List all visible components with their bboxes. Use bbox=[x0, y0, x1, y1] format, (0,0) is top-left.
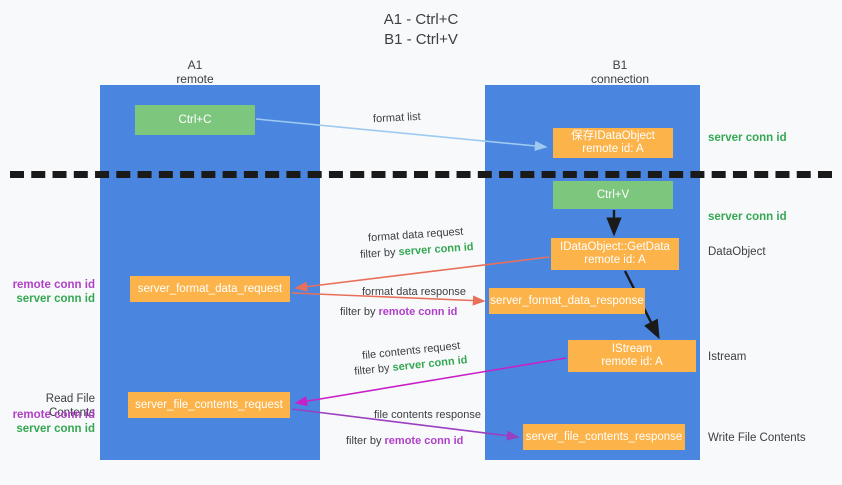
node-istream[interactable]: IStream remote id: A bbox=[568, 340, 696, 372]
node-server-file-contents-request[interactable]: server_file_contents_request bbox=[128, 392, 290, 418]
filter-value-remote-conn-id: remote conn id bbox=[378, 306, 458, 318]
edge-label-format-list: format list bbox=[372, 110, 421, 126]
edge-label-file-contents-response-filter: filter by remote conn id bbox=[346, 434, 463, 449]
label-left-conn-ids-bottom: remote conn id server conn id bbox=[10, 408, 95, 436]
node-ctrl-v[interactable]: Ctrl+V bbox=[553, 181, 673, 209]
node-server-format-data-request[interactable]: server_format_data_request bbox=[130, 276, 290, 302]
label-remote-conn-id-2: remote conn id bbox=[12, 409, 95, 421]
label-left-conn-ids-top: remote conn id server conn id bbox=[10, 278, 95, 306]
edge-label-format-data-response-filter: filter by remote conn id bbox=[340, 305, 457, 320]
phase-divider bbox=[10, 171, 832, 178]
edge-label-file-contents-response: file contents response bbox=[374, 409, 482, 421]
label-dataobject: DataObject bbox=[708, 246, 766, 258]
node-ctrl-c[interactable]: Ctrl+C bbox=[135, 105, 255, 135]
label-write-file-contents: Write File Contents bbox=[708, 432, 806, 444]
filter-prefix: filter by bbox=[340, 306, 379, 318]
filter-value-server-conn-id: server conn id bbox=[398, 241, 474, 259]
label-istream: Istream bbox=[708, 351, 747, 363]
filter-value-remote-conn-id: remote conn id bbox=[384, 435, 464, 447]
label-server-conn-id-1: server conn id bbox=[16, 293, 95, 305]
column-header-a1: A1 remote bbox=[176, 58, 214, 86]
node-idataobject-getdata[interactable]: IDataObject::GetData remote id: A bbox=[551, 238, 679, 270]
node-server-file-contents-response[interactable]: server_file_contents_response bbox=[523, 424, 685, 450]
label-server-conn-id-top: server conn id bbox=[708, 132, 787, 144]
node-server-format-data-response[interactable]: server_format_data_response bbox=[489, 288, 645, 314]
filter-prefix: filter by bbox=[359, 246, 399, 261]
label-server-conn-id-2: server conn id bbox=[16, 423, 95, 435]
label-remote-conn-id-1: remote conn id bbox=[12, 279, 95, 291]
edge-label-format-data-response: format data response bbox=[362, 286, 466, 298]
label-server-conn-id-second: server conn id bbox=[708, 211, 787, 223]
node-save-idataobject[interactable]: 保存IDataObject remote id: A bbox=[553, 128, 673, 158]
label-read-file-contents: Read File Contents bbox=[45, 393, 95, 419]
page-title: A1 - Ctrl+C B1 - Ctrl+V bbox=[383, 11, 459, 48]
filter-prefix: filter by bbox=[353, 361, 394, 378]
filter-prefix: filter by bbox=[346, 435, 385, 447]
column-header-b1: B1 connection bbox=[590, 58, 650, 86]
